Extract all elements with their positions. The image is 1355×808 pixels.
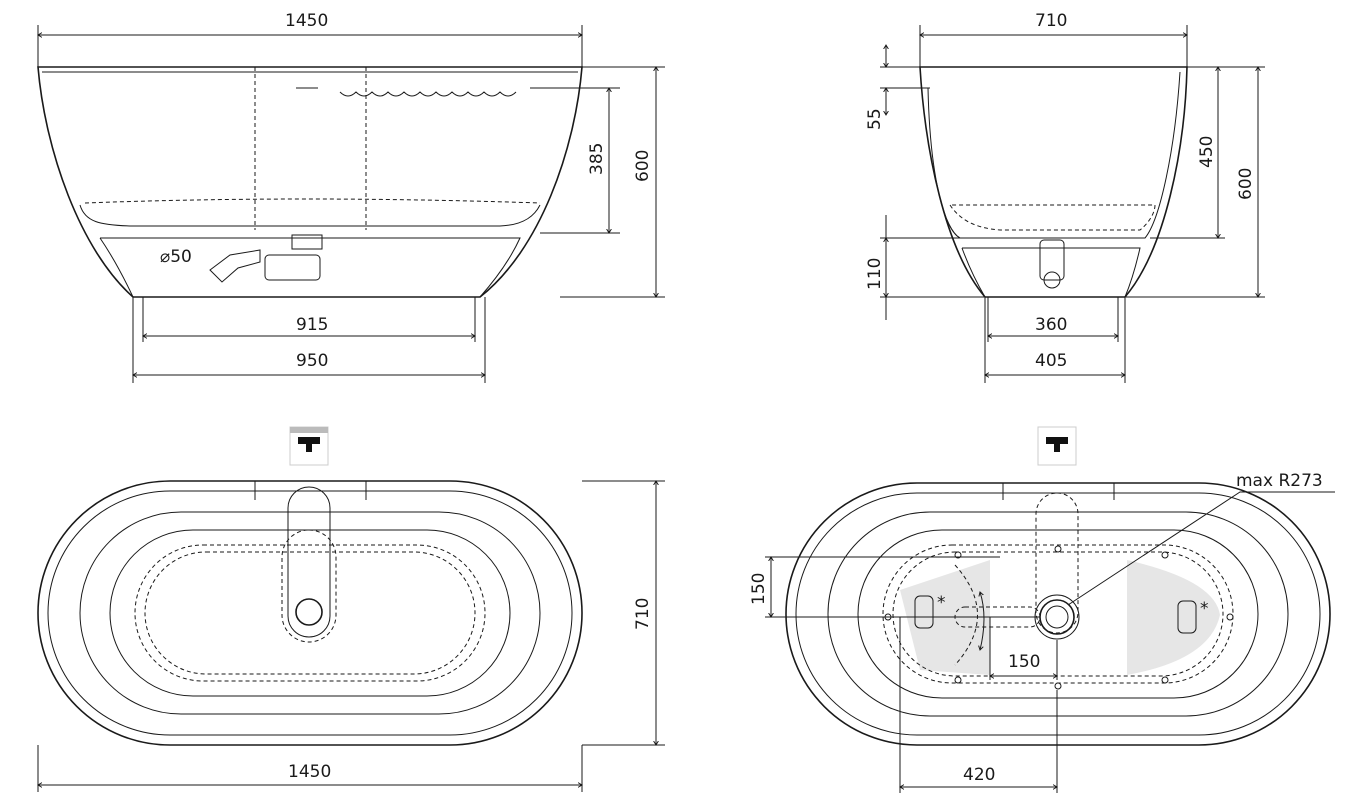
top-width-label: 1450 [288, 762, 331, 782]
faucet-icon [289, 426, 329, 466]
side-depth-label: 450 [1197, 136, 1217, 168]
note-mark-left: * [937, 593, 946, 613]
front-height-label: 600 [633, 150, 653, 182]
offset-x-label: 150 [1008, 652, 1040, 672]
distance-label: 420 [963, 765, 995, 785]
base-outer-label: 950 [296, 351, 328, 371]
top-depth-label: 710 [633, 598, 653, 630]
faucet-icon [1037, 426, 1077, 466]
floor-plan-view: * * max R273 150 150 420 [749, 426, 1335, 793]
offset-y-label: 150 [749, 573, 769, 605]
drain-diameter-label: ⌀50 [160, 247, 192, 267]
rim-label: 55 [865, 108, 885, 130]
side-height-label: 600 [1236, 168, 1256, 200]
base-height-label: 110 [865, 258, 885, 290]
side-base-outer-label: 405 [1035, 351, 1067, 371]
note-mark-right: * [1200, 599, 1209, 619]
front-width-label: 1450 [285, 11, 328, 31]
water-depth-label: 385 [587, 143, 607, 175]
side-base-inner-label: 360 [1035, 315, 1067, 335]
side-view: 710 55 110 450 600 360 405 [865, 11, 1265, 383]
top-view: 1450 710 [38, 426, 665, 792]
front-view: ⌀50 1450 600 385 915 950 [38, 11, 665, 383]
base-inner-label: 915 [296, 315, 328, 335]
side-width-label: 710 [1035, 11, 1067, 31]
radius-label: max R273 [1236, 471, 1323, 491]
